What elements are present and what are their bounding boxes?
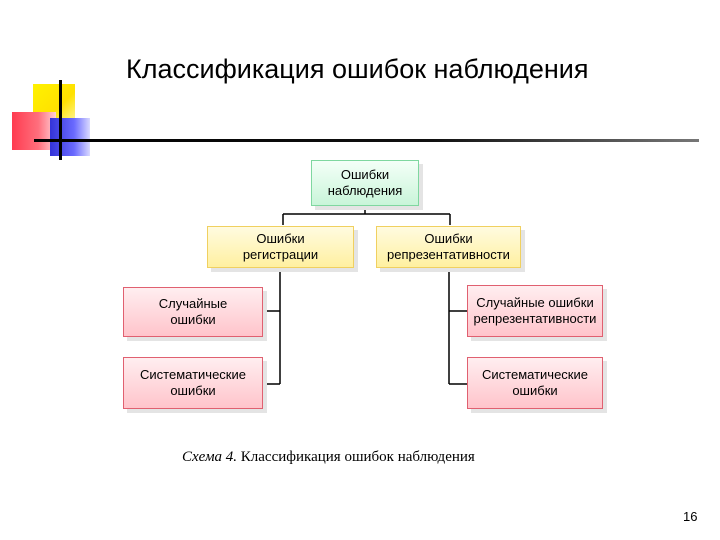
node-line: регистрации <box>242 247 319 262</box>
node-systematic-repr-errors: Систематические ошибки <box>467 357 603 409</box>
node-line: Систематические <box>140 367 246 382</box>
slide-title: Классификация ошибок наблюдения <box>126 54 589 84</box>
caption-text: Классификация ошибок наблюдения <box>237 449 475 465</box>
node-line: Систематические <box>482 367 588 382</box>
node-systematic-errors: Систематические ошибки <box>123 357 263 409</box>
node-line: Ошибки <box>424 231 473 246</box>
diagram-caption: Схема 4. Классификация ошибок наблюдения <box>182 449 475 466</box>
node-line: ошибки <box>170 383 216 398</box>
node-line: репрезентативности <box>473 311 597 326</box>
node-representativeness-errors: Ошибки репрезентативности <box>376 226 521 268</box>
logo-red-square <box>12 112 56 150</box>
node-line: наблюдения <box>327 183 403 198</box>
title-underline <box>34 139 699 142</box>
node-line: ошибки <box>170 312 216 327</box>
node-random-repr-errors: Случайные ошибки репрезентативности <box>467 285 603 337</box>
page-number: 16 <box>683 509 698 524</box>
node-observation-errors: Ошибки наблюдения <box>311 160 419 206</box>
logo-vertical-line <box>59 80 62 160</box>
node-line: Ошибки <box>340 167 390 182</box>
logo-blue-square <box>50 118 90 156</box>
node-line: Ошибки <box>256 231 305 246</box>
caption-label: Схема 4. <box>182 449 238 465</box>
node-random-errors: Случайные ошибки <box>123 287 263 337</box>
node-line: Случайные ошибки <box>476 295 594 310</box>
node-line: Случайные <box>158 296 228 311</box>
node-line: ошибки <box>512 383 558 398</box>
node-line: репрезентативности <box>387 247 510 262</box>
node-registration-errors: Ошибки регистрации <box>207 226 354 268</box>
